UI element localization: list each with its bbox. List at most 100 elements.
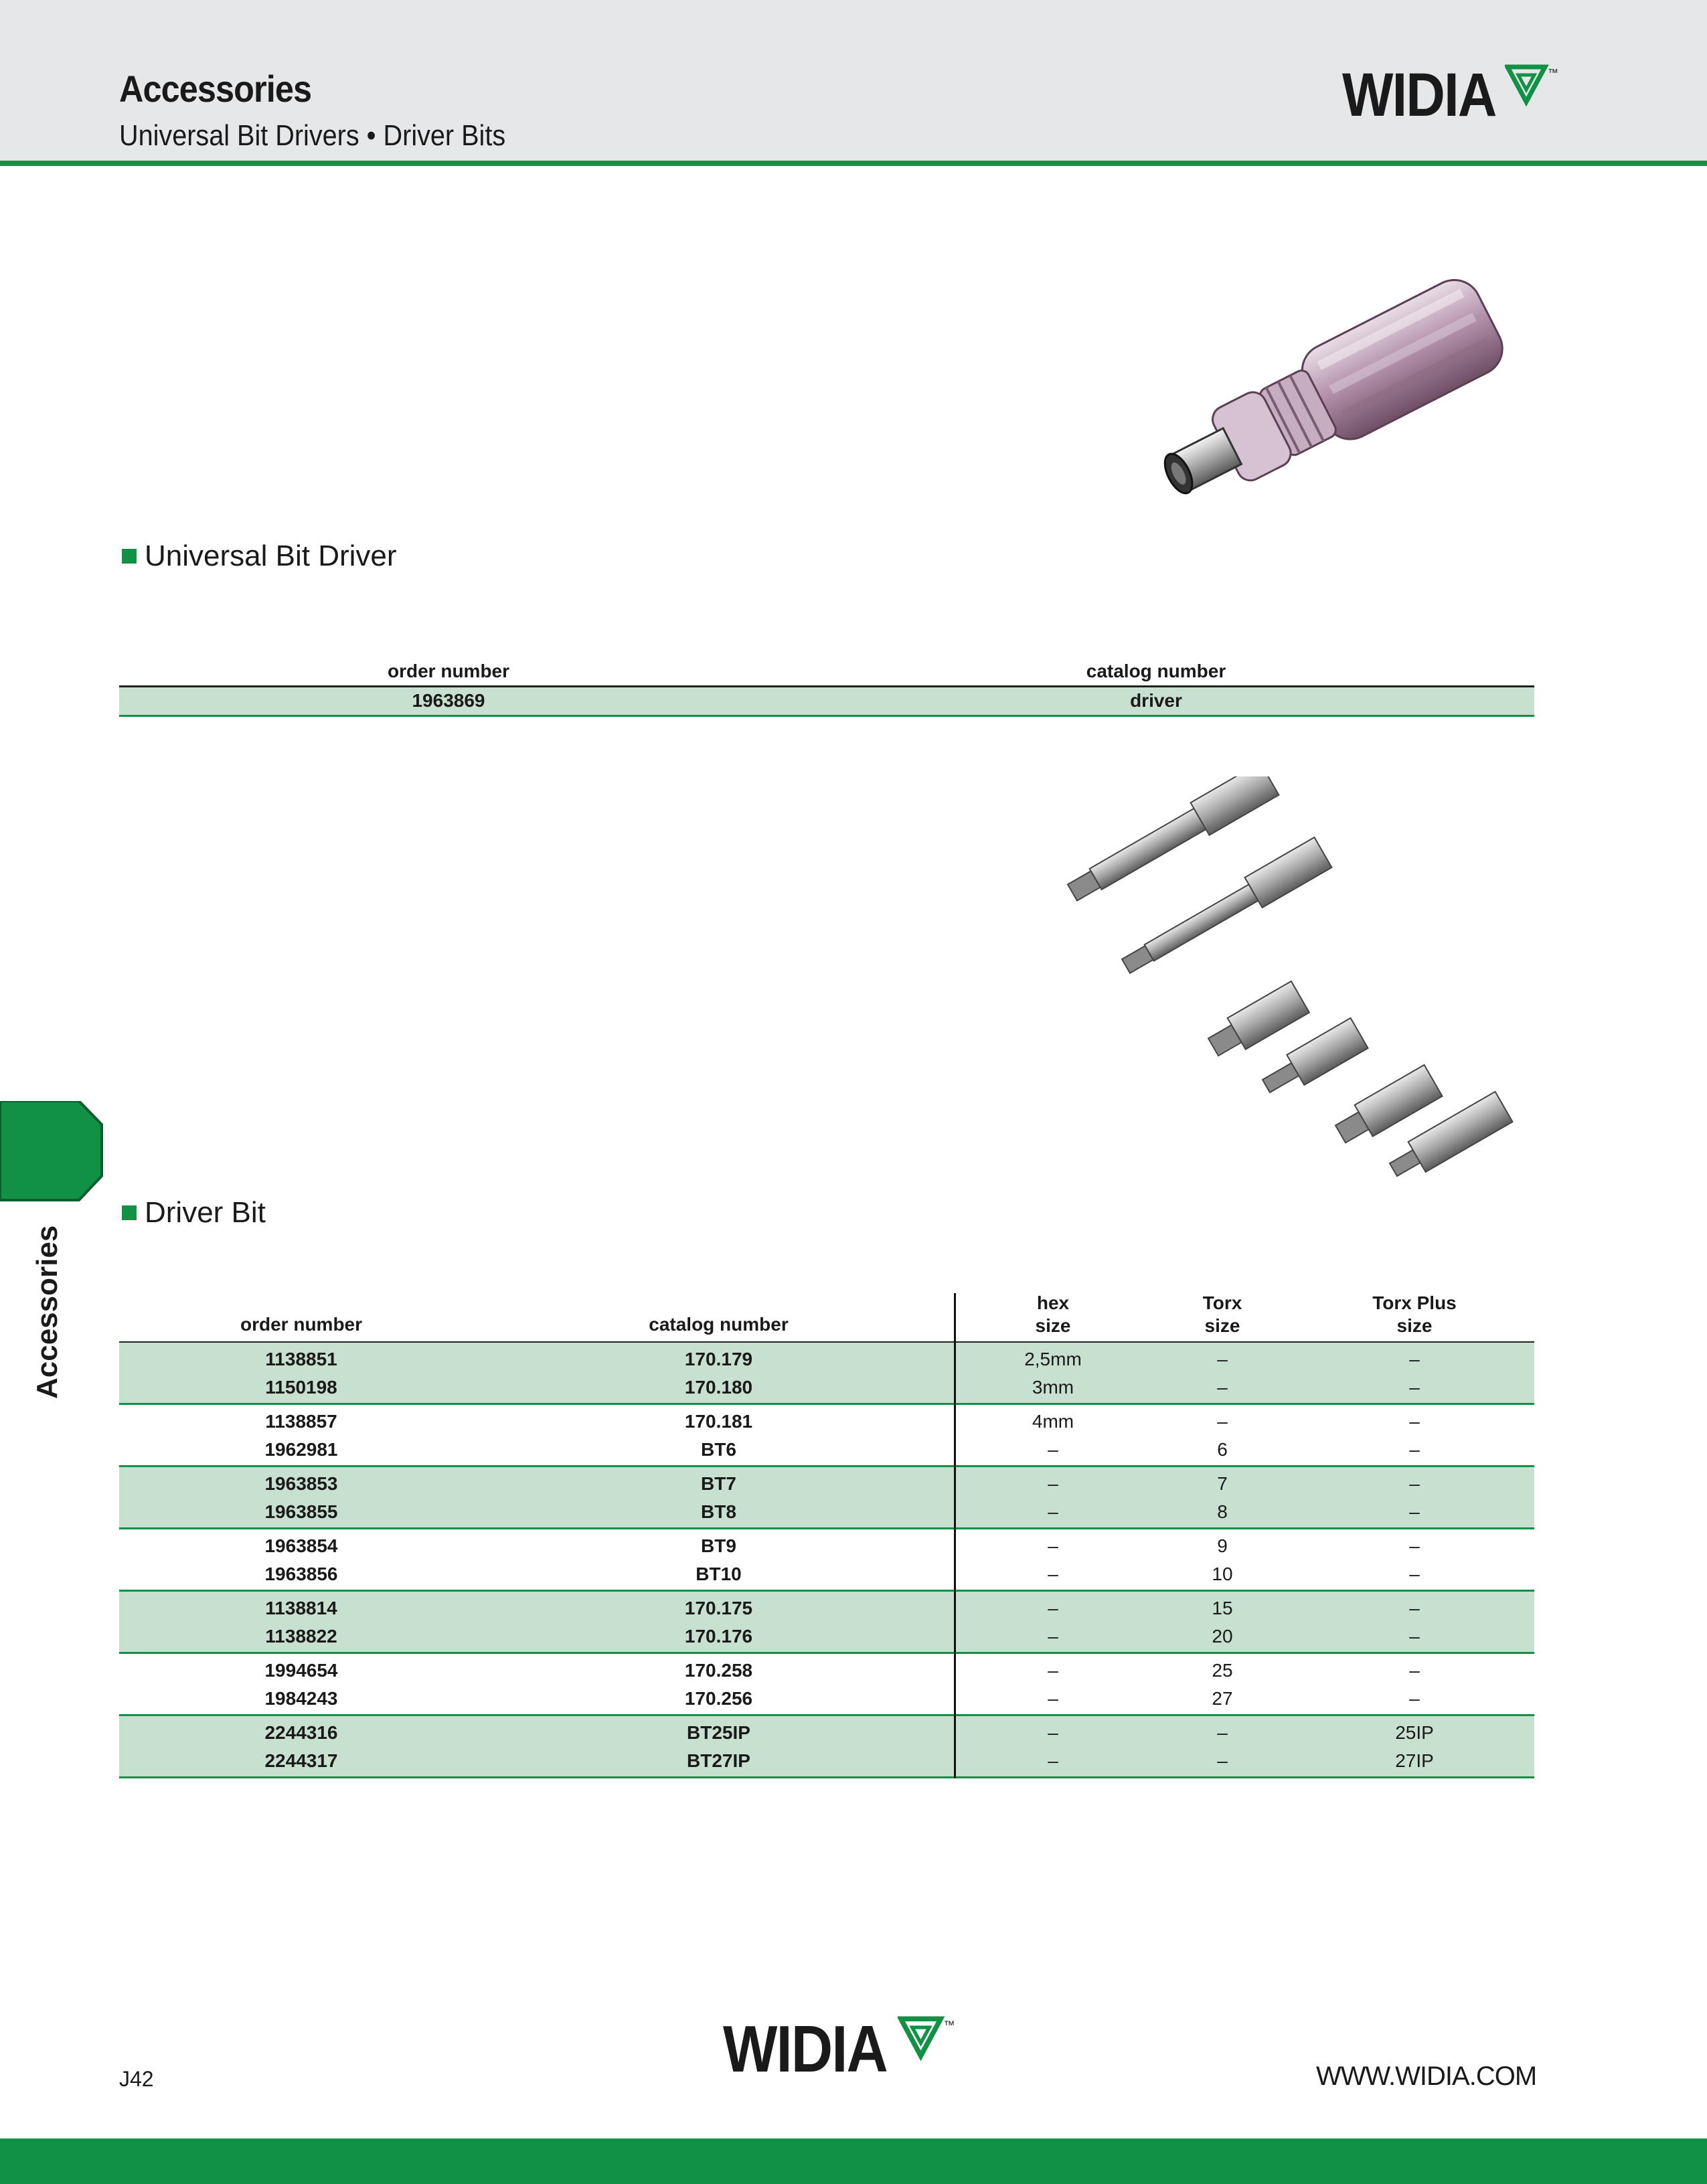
col-header-line: hex — [1036, 1292, 1070, 1313]
widia-triangle-icon: ™ — [897, 2016, 955, 2062]
cell-torx-plus-size: – — [1409, 1660, 1420, 1681]
cell-torx-size: 25 — [1212, 1660, 1233, 1681]
cell-hex-size: – — [1048, 1626, 1058, 1647]
driver-catalog-number: driver — [1130, 690, 1182, 711]
cell-order-number: 1150198 — [265, 1377, 337, 1398]
page-number: J42 — [119, 2067, 154, 2091]
cell-catalog-number: 170.181 — [684, 1411, 753, 1432]
cell-catalog-number: BT10 — [696, 1564, 742, 1584]
cell-torx-plus-size: – — [1409, 1564, 1420, 1584]
cell-torx-size: 9 — [1217, 1535, 1228, 1556]
cell-order-number: 1963853 — [264, 1473, 338, 1494]
cell-order-number: 1962981 — [264, 1439, 338, 1460]
cell-torx-plus-size: – — [1409, 1688, 1420, 1709]
logo-wordmark: WIDIA — [723, 2012, 888, 2086]
row-group-rule — [119, 1776, 1534, 1778]
driver-bits-photo — [1066, 776, 1514, 1177]
cell-order-number: 1963854 — [264, 1535, 338, 1556]
cell-hex-size: – — [1048, 1660, 1058, 1681]
cell-torx-plus-size: – — [1409, 1598, 1420, 1618]
cell-hex-size: – — [1048, 1473, 1058, 1494]
row-band — [119, 1467, 1534, 1527]
footer-band — [0, 2138, 1707, 2184]
col-header-line: Torx Plus — [1372, 1292, 1457, 1313]
table-header-rule — [119, 685, 1534, 687]
cell-torx-size: – — [1217, 1411, 1228, 1432]
cell-hex-size: – — [1048, 1598, 1058, 1618]
cell-order-number: 1963856 — [264, 1564, 338, 1584]
cell-torx-plus-size: – — [1409, 1535, 1420, 1556]
row-band — [119, 1716, 1534, 1776]
header-band — [0, 0, 1707, 161]
section-heading-text: Driver Bit — [145, 1196, 266, 1229]
col-header-line: size — [1204, 1315, 1240, 1336]
widia-triangle-icon: ™ — [1504, 64, 1558, 107]
col-header-order-number: order number — [387, 661, 510, 681]
section-heading-driver: Universal Bit Driver — [122, 539, 397, 573]
table-header-rule — [119, 1341, 1534, 1343]
cell-order-number: 1963855 — [264, 1501, 338, 1522]
row-group-rule — [119, 1590, 1534, 1592]
cell-catalog-number: 170.258 — [684, 1660, 753, 1681]
cell-torx-size: 27 — [1212, 1688, 1233, 1709]
col-header-torx-plus-size: Torx Plus size — [1295, 1292, 1534, 1337]
col-header-line: size — [1396, 1315, 1433, 1336]
cell-order-number: 1138851 — [265, 1349, 337, 1369]
trademark-mark: ™ — [943, 2019, 955, 2031]
cell-catalog-number: BT9 — [701, 1535, 736, 1556]
cell-order-number: 2244316 — [264, 1722, 338, 1743]
cell-hex-size: – — [1048, 1535, 1058, 1556]
col-header-torx-size: Torx size — [1150, 1292, 1295, 1337]
section-heading-text: Universal Bit Driver — [145, 539, 397, 572]
cell-catalog-number: 170.256 — [684, 1688, 753, 1709]
col-header-catalog-number: catalog number — [1086, 661, 1226, 681]
table-bottom-rule — [119, 715, 1534, 717]
cell-catalog-number: 170.175 — [684, 1598, 753, 1618]
cell-catalog-number: 170.176 — [684, 1626, 753, 1647]
row-group-rule — [119, 1527, 1534, 1529]
driver-order-number: 1963869 — [412, 690, 485, 711]
website-url[interactable]: WWW.WIDIA.COM — [1316, 2062, 1537, 2091]
row-group-rule — [119, 1465, 1534, 1467]
cell-hex-size: 4mm — [1032, 1411, 1074, 1432]
cell-torx-size: 7 — [1217, 1473, 1228, 1494]
logo-wordmark: WIDIA — [1342, 61, 1497, 129]
section-heading-bits: Driver Bit — [122, 1196, 266, 1230]
row-band — [119, 687, 1534, 715]
cell-hex-size: – — [1048, 1501, 1058, 1522]
cell-torx-size: – — [1217, 1722, 1228, 1743]
cell-torx-size: 10 — [1212, 1564, 1233, 1584]
cell-torx-size: – — [1217, 1349, 1228, 1369]
cell-torx-size: – — [1217, 1750, 1228, 1771]
cell-hex-size: 2,5mm — [1024, 1349, 1082, 1369]
cell-order-number: 1138822 — [265, 1626, 337, 1647]
cell-torx-plus-size: – — [1409, 1626, 1420, 1647]
cell-torx-size: – — [1217, 1377, 1228, 1398]
widia-logo-footer: WIDIA ™ — [723, 2016, 955, 2082]
cell-torx-plus-size: – — [1409, 1473, 1420, 1494]
row-group-rule — [119, 1714, 1534, 1716]
cell-torx-plus-size: 25IP — [1395, 1722, 1434, 1743]
cell-torx-plus-size: – — [1409, 1377, 1420, 1398]
cell-order-number: 1984243 — [264, 1688, 338, 1709]
cell-hex-size: – — [1048, 1564, 1058, 1584]
row-group-rule — [119, 1652, 1534, 1654]
cell-torx-plus-size: 27IP — [1395, 1750, 1434, 1771]
side-tab-shape — [0, 1101, 103, 1201]
side-tab-label: Accessories — [31, 1225, 64, 1399]
col-header-line: Torx — [1202, 1292, 1242, 1313]
cell-catalog-number: 170.179 — [684, 1349, 753, 1369]
row-band — [119, 1592, 1534, 1652]
cell-torx-plus-size: – — [1409, 1501, 1420, 1522]
page-title: Accessories — [119, 68, 312, 110]
section-marker — [122, 549, 137, 564]
cell-hex-size: – — [1048, 1722, 1058, 1743]
cell-torx-plus-size: – — [1409, 1349, 1420, 1369]
cell-hex-size: – — [1048, 1439, 1058, 1460]
cell-order-number: 1138857 — [265, 1411, 337, 1432]
cell-catalog-number: BT25IP — [687, 1722, 750, 1743]
cell-torx-plus-size: – — [1409, 1439, 1420, 1460]
cell-torx-size: 15 — [1212, 1598, 1233, 1618]
cell-order-number: 2244317 — [264, 1750, 338, 1771]
cell-hex-size: 3mm — [1032, 1377, 1074, 1398]
